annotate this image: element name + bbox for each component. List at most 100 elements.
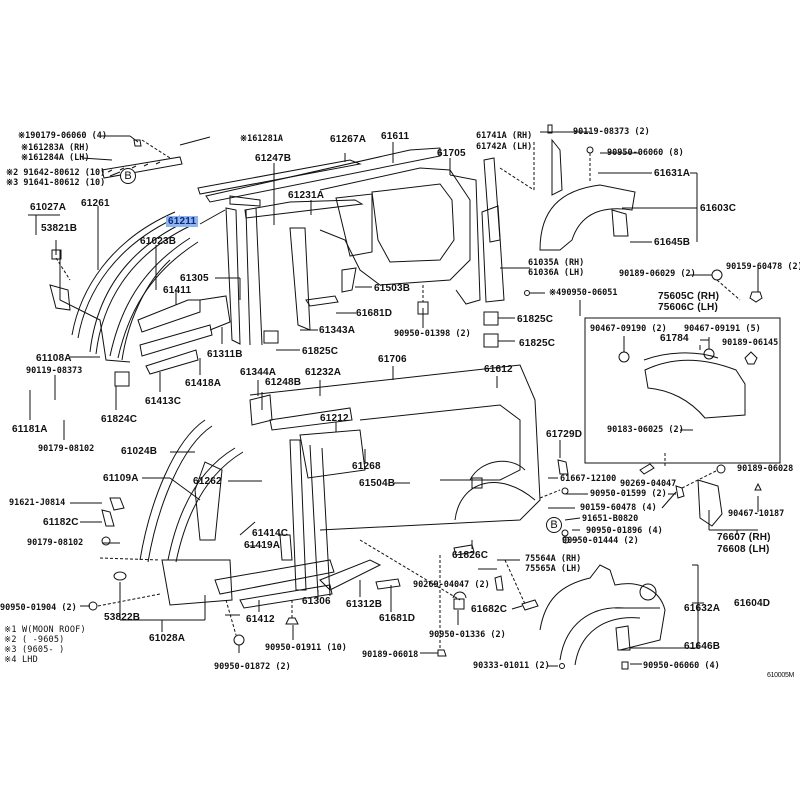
part-label[interactable]: 61612 bbox=[484, 364, 513, 375]
part-label[interactable]: 90467-09190 (2) bbox=[590, 324, 667, 334]
part-label[interactable]: 61503B bbox=[374, 283, 411, 294]
part-label[interactable]: 90950-01872 (2) bbox=[214, 662, 291, 672]
part-label[interactable]: 90179-08102 bbox=[38, 444, 95, 454]
part-label[interactable]: 61247B bbox=[255, 153, 292, 164]
part-label[interactable]: 61419A bbox=[244, 540, 281, 551]
part-label[interactable]: 90950-01896 (4) bbox=[586, 526, 663, 536]
part-label[interactable]: 90950-01398 (2) bbox=[394, 329, 471, 339]
part-label[interactable]: 76607 (RH) bbox=[717, 532, 771, 543]
part-label[interactable]: 90950-06060 (4) bbox=[643, 661, 720, 671]
part-label[interactable]: 61182C bbox=[43, 517, 79, 528]
part-label[interactable]: 91651-B0820 bbox=[582, 514, 639, 524]
part-label[interactable]: 90950-01904 (2) bbox=[0, 603, 77, 613]
part-label[interactable]: 61344A bbox=[240, 367, 277, 378]
part-label[interactable]: 61413C bbox=[145, 396, 182, 407]
part-label[interactable]: 90269-04047 (2) bbox=[413, 580, 490, 590]
part-label[interactable]: 61611 bbox=[381, 131, 410, 142]
part-label[interactable]: 61418A bbox=[185, 378, 222, 389]
part-label[interactable]: 90950-01336 (2) bbox=[429, 630, 506, 640]
part-label[interactable]: 90269-04047 bbox=[620, 479, 677, 489]
part-label[interactable]: 61268 bbox=[352, 461, 381, 472]
part-label[interactable]: 90183-06025 (2) bbox=[607, 425, 684, 435]
part-label[interactable]: 61603C bbox=[700, 203, 737, 214]
part-label[interactable]: 90950-01599 (2) bbox=[590, 489, 667, 499]
part-label[interactable]: 61784 bbox=[660, 333, 689, 344]
part-label[interactable]: 61646B bbox=[684, 641, 721, 652]
part-label[interactable]: 61741A (RH) bbox=[476, 131, 533, 141]
part-label[interactable]: 90179-08102 bbox=[27, 538, 84, 548]
part-label[interactable]: 61604D bbox=[734, 598, 771, 609]
part-label[interactable]: 75565A (LH) bbox=[525, 564, 582, 574]
part-label[interactable]: 90159-60478 (4) bbox=[580, 503, 657, 513]
part-label[interactable]: 61411 bbox=[163, 285, 192, 296]
part-label[interactable]: 90950-01911 (10) bbox=[265, 643, 347, 653]
part-label[interactable]: 53822B bbox=[104, 612, 141, 623]
part-label[interactable]: 90950-06060 (8) bbox=[607, 148, 684, 158]
part-label[interactable]: 76608 (LH) bbox=[717, 544, 770, 555]
part-label[interactable]: 61343A bbox=[319, 325, 356, 336]
part-label[interactable]: ※190179-06060 (4) bbox=[18, 131, 108, 141]
part-label[interactable]: 90467-10187 bbox=[728, 509, 785, 519]
part-label[interactable]: 90189-06145 bbox=[722, 338, 779, 348]
part-label[interactable]: 61742A (LH) bbox=[476, 142, 533, 152]
part-label[interactable]: 61681D bbox=[379, 613, 416, 624]
part-label[interactable]: 75564A (RH) bbox=[525, 554, 582, 564]
part-label[interactable]: 61414C bbox=[252, 528, 289, 539]
part-label[interactable]: 90467-09191 (5) bbox=[684, 324, 761, 334]
part-label[interactable]: 75606C (LH) bbox=[658, 302, 718, 313]
part-label-highlighted[interactable]: 61211 bbox=[166, 216, 199, 227]
part-label[interactable]: ※161283A (RH) bbox=[21, 143, 90, 153]
part-label[interactable]: ※161281A bbox=[240, 134, 283, 144]
part-label[interactable]: 61028A bbox=[149, 633, 186, 644]
part-label[interactable]: 91621-J0814 bbox=[9, 498, 66, 508]
part-label[interactable]: 61036A (LH) bbox=[528, 268, 585, 278]
part-label[interactable]: 61681D bbox=[356, 308, 393, 319]
part-label[interactable]: 90950-01444 (2) bbox=[562, 536, 639, 546]
part-label[interactable]: 61023B bbox=[140, 236, 177, 247]
part-label[interactable]: 90119-08373 (2) bbox=[573, 127, 650, 137]
part-label[interactable]: 61412 bbox=[246, 614, 275, 625]
part-label[interactable]: 61682C bbox=[471, 604, 508, 615]
part-label[interactable]: 61267A bbox=[330, 134, 367, 145]
part-label[interactable]: 61109A bbox=[103, 473, 139, 484]
part-label[interactable]: 53821B bbox=[41, 223, 78, 234]
part-label[interactable]: 61306 bbox=[302, 596, 331, 607]
part-label[interactable]: 61705 bbox=[437, 148, 466, 159]
part-label[interactable]: 61825C bbox=[517, 314, 554, 325]
part-label[interactable]: 90159-60478 (2) bbox=[726, 262, 800, 272]
part-label[interactable]: 61305 bbox=[180, 273, 209, 284]
part-label[interactable]: 75605C (RH) bbox=[658, 291, 720, 302]
part-label[interactable]: 90189-06028 bbox=[737, 464, 794, 474]
part-label[interactable]: 61826C bbox=[452, 550, 489, 561]
part-label[interactable]: 61311B bbox=[207, 349, 243, 360]
part-label[interactable]: ※161284A (LH) bbox=[21, 153, 90, 163]
part-label[interactable]: 61212 bbox=[320, 413, 349, 424]
part-label[interactable]: 61706 bbox=[378, 354, 407, 365]
part-label[interactable]: 61108A bbox=[36, 353, 72, 364]
part-label[interactable]: 61312B bbox=[346, 599, 383, 610]
part-label[interactable]: 61035A (RH) bbox=[528, 258, 585, 268]
part-label[interactable]: 61024B bbox=[121, 446, 158, 457]
part-label[interactable]: 61504B bbox=[359, 478, 396, 489]
part-label[interactable]: 61645B bbox=[654, 237, 691, 248]
part-label[interactable]: 61181A bbox=[12, 424, 48, 435]
part-label[interactable]: 61232A bbox=[305, 367, 342, 378]
part-label[interactable]: 61632A bbox=[684, 603, 721, 614]
part-label[interactable]: 61027A bbox=[30, 202, 67, 213]
part-label[interactable]: 61825C bbox=[302, 346, 339, 357]
part-label[interactable]: 61261 bbox=[81, 198, 110, 209]
part-label[interactable]: 61231A bbox=[288, 190, 325, 201]
part-label[interactable]: 61825C bbox=[519, 338, 556, 349]
part-label[interactable]: 61824C bbox=[101, 414, 138, 425]
part-label[interactable]: ※490950-06051 bbox=[549, 288, 618, 298]
part-label[interactable]: 61248B bbox=[265, 377, 302, 388]
part-label[interactable]: 90333-01011 (2) bbox=[473, 661, 550, 671]
part-label[interactable]: 61262 bbox=[193, 476, 222, 487]
part-label[interactable]: 61667-12100 bbox=[560, 474, 617, 484]
part-label[interactable]: 90189-06029 (2) bbox=[619, 269, 696, 279]
part-label[interactable]: ※3 91641-80612 (10) bbox=[6, 178, 106, 188]
part-label[interactable]: 61631A bbox=[654, 168, 691, 179]
part-label[interactable]: ※2 91642-80612 (10) bbox=[6, 168, 106, 178]
part-label[interactable]: 61729D bbox=[546, 429, 583, 440]
part-label[interactable]: 90189-06018 bbox=[362, 650, 419, 660]
